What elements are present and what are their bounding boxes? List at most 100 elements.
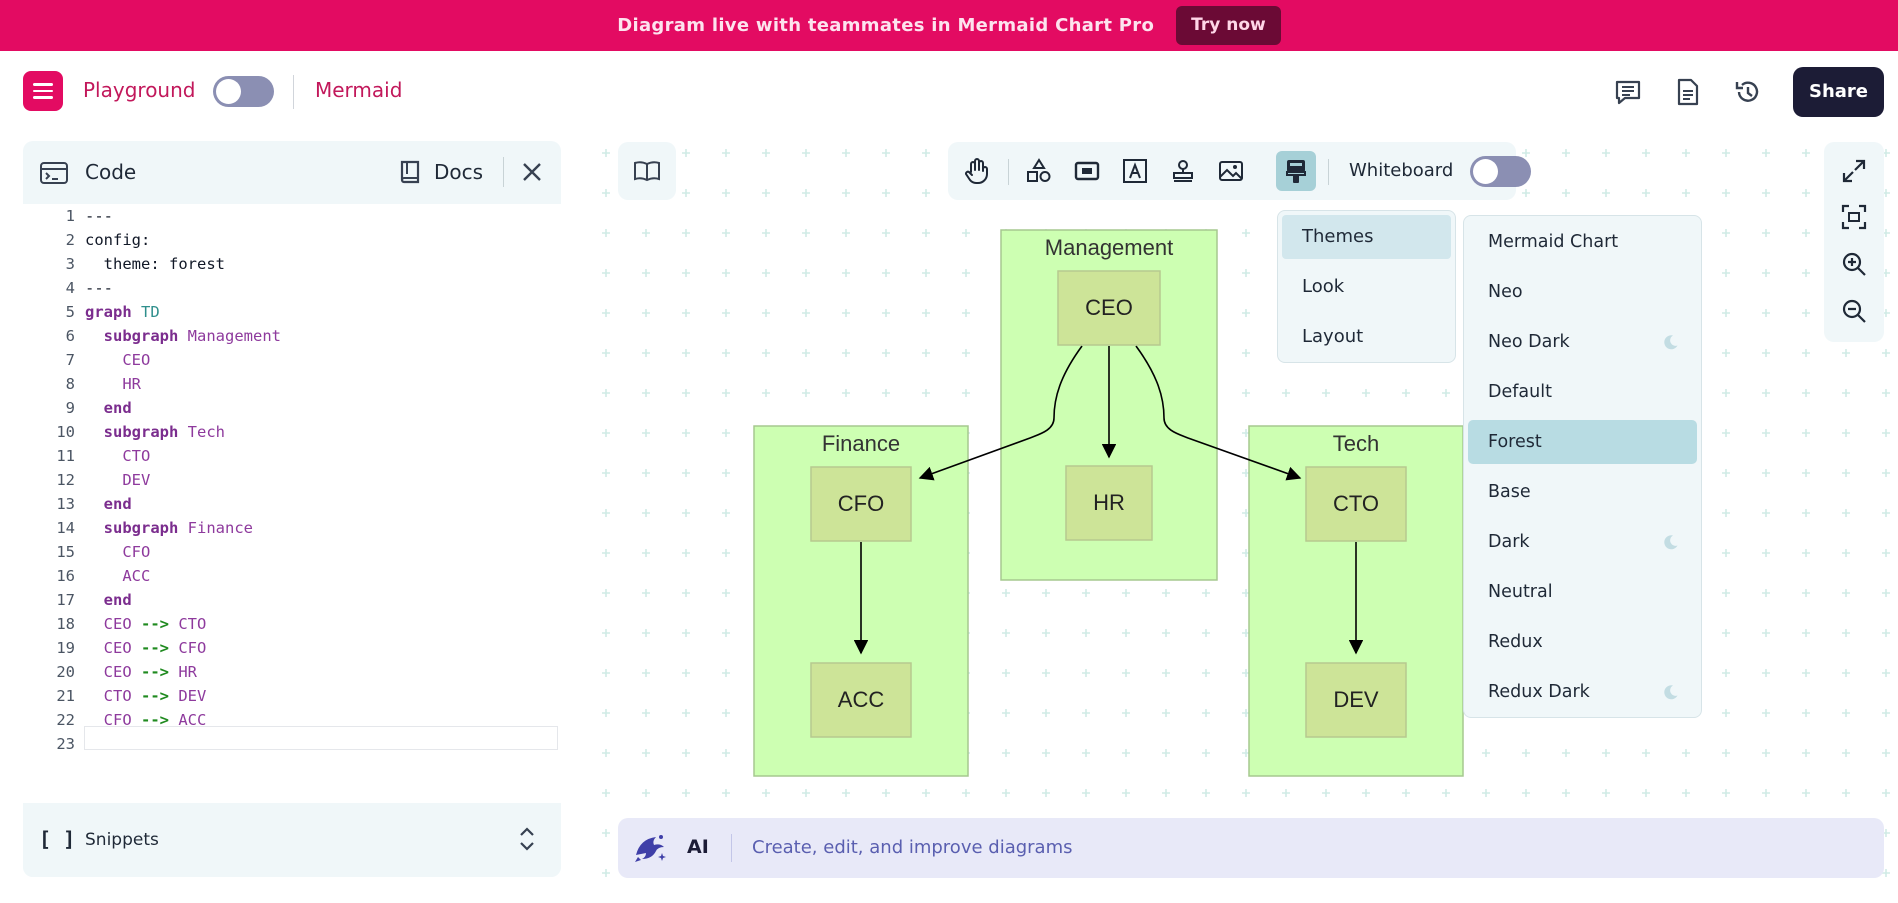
theme-option-forest[interactable]: Forest [1468,420,1697,464]
code-text: CEO --> HR [103,663,198,681]
theme-option-dark[interactable]: Dark [1468,520,1697,564]
menu-section-layout[interactable]: Layout [1302,326,1364,347]
moon-icon [1664,335,1678,350]
code-line[interactable]: 8 HR [23,372,561,396]
fit-view-icon[interactable] [1840,203,1868,231]
ai-prompt-bar[interactable]: AI Create, edit, and improve diagrams [618,818,1884,878]
frame-tool[interactable] [1072,156,1102,186]
stamp-tool[interactable] [1168,156,1198,186]
playground-label: Playground [83,78,196,102]
code-line[interactable]: 2 config: [23,228,561,252]
whiteboard-toggle[interactable] [1470,156,1531,187]
code-text: config: [85,231,151,249]
theme-option-neutral[interactable]: Neutral [1468,570,1697,614]
diagram-docs-button[interactable] [618,142,676,200]
menu-section-themes[interactable]: Themes [1282,215,1451,259]
code-line[interactable]: 3 theme: forest [23,252,561,276]
subgraph-label: Finance [822,431,900,456]
theme-option-base[interactable]: Base [1468,470,1697,514]
node-hr[interactable]: HR [1065,465,1153,541]
code-line[interactable]: 11 CTO [23,444,561,468]
code-line[interactable]: 22 CFO --> ACC [23,708,561,732]
code-line[interactable]: 18 CEO --> CTO [23,612,561,636]
node-cto[interactable]: CTO [1305,466,1407,542]
code-line[interactable]: 9 end [23,396,561,420]
close-icon[interactable] [521,161,543,183]
code-line[interactable]: 12 DEV [23,468,561,492]
code-text: CEO --> CTO [103,615,207,633]
fullscreen-icon[interactable] [1840,157,1868,185]
theme-option-neo-dark[interactable]: Neo Dark [1468,320,1697,364]
line-number: 6 [65,327,75,345]
text-tool[interactable] [1120,156,1150,186]
code-line[interactable]: 7 CEO [23,348,561,372]
toggle-knob [1473,159,1498,184]
code-line[interactable]: 21 CTO --> DEV [23,684,561,708]
stamp-icon [1173,160,1193,182]
theme-label: Base [1488,482,1531,502]
open-book-icon [634,161,660,182]
history-icon[interactable] [1733,77,1763,107]
image-tool[interactable] [1216,156,1246,186]
document-icon[interactable] [1673,77,1703,107]
pan-tool[interactable] [962,156,992,186]
ai-prompt-input[interactable]: Create, edit, and improve diagrams [752,837,1073,858]
code-line[interactable]: 4--- [23,276,561,300]
try-now-button[interactable]: Try now [1176,6,1281,45]
header-divider [293,75,294,109]
theme-tool[interactable] [1276,151,1316,191]
node-label: HR [1093,490,1125,515]
brackets-icon: [ ] [39,827,76,851]
node-acc[interactable]: ACC [810,662,912,738]
theme-option-redux[interactable]: Redux [1468,620,1697,664]
menu-section-look[interactable]: Look [1302,276,1345,297]
code-line[interactable]: 19 CEO --> CFO [23,636,561,660]
code-line[interactable]: 13 end [23,492,561,516]
code-line[interactable]: 14 subgraph Finance [23,516,561,540]
chevron-up-down-icon[interactable] [518,825,536,853]
line-number: 7 [65,351,75,369]
code-line[interactable]: 20 CEO --> HR [23,660,561,684]
line-number: 9 [65,399,75,417]
zoom-in-icon[interactable] [1840,250,1868,278]
line-number: 10 [56,423,75,441]
code-line[interactable]: 10 subgraph Tech [23,420,561,444]
shapes-tool[interactable] [1024,156,1054,186]
docs-button[interactable]: Docs [398,159,483,185]
share-button[interactable]: Share [1793,67,1884,117]
theme-option-mermaid-chart[interactable]: Mermaid Chart [1468,220,1697,264]
node-cfo[interactable]: CFO [810,466,912,542]
code-line[interactable]: 6 subgraph Management [23,324,561,348]
node-ceo[interactable]: CEO [1057,270,1161,346]
code-line[interactable]: 17 end [23,588,561,612]
code-line[interactable]: 16 ACC [23,564,561,588]
theme-option-default[interactable]: Default [1468,370,1697,414]
line-number: 2 [65,231,75,249]
code-text: subgraph Finance [103,519,253,537]
line-number: 19 [56,639,75,657]
code-line[interactable]: 15 CFO [23,540,561,564]
playground-toggle[interactable] [213,76,274,107]
node-label: ACC [838,687,885,712]
code-text: theme: forest [85,255,225,273]
line-number: 12 [56,471,75,489]
edge-ceo-cfo [918,345,1083,481]
mermaid-diagram[interactable]: Management Finance Tech CEO HR CFO ACC C… [740,220,1480,790]
menu-button[interactable] [23,71,63,111]
node-dev[interactable]: DEV [1305,662,1407,738]
code-line[interactable]: 1--- [23,204,561,228]
image-icon [1219,161,1243,181]
mermaid-link[interactable]: Mermaid [315,78,403,102]
docs-label: Docs [434,160,484,184]
code-line[interactable]: 23 [23,732,561,756]
zoom-out-icon[interactable] [1840,297,1868,325]
snippets-bar[interactable]: [ ] Snippets [23,803,561,877]
comment-icon[interactable] [1613,77,1643,107]
theme-option-redux-dark[interactable]: Redux Dark [1468,670,1697,714]
theme-option-neo[interactable]: Neo [1468,270,1697,314]
theme-label: Mermaid Chart [1488,232,1619,252]
